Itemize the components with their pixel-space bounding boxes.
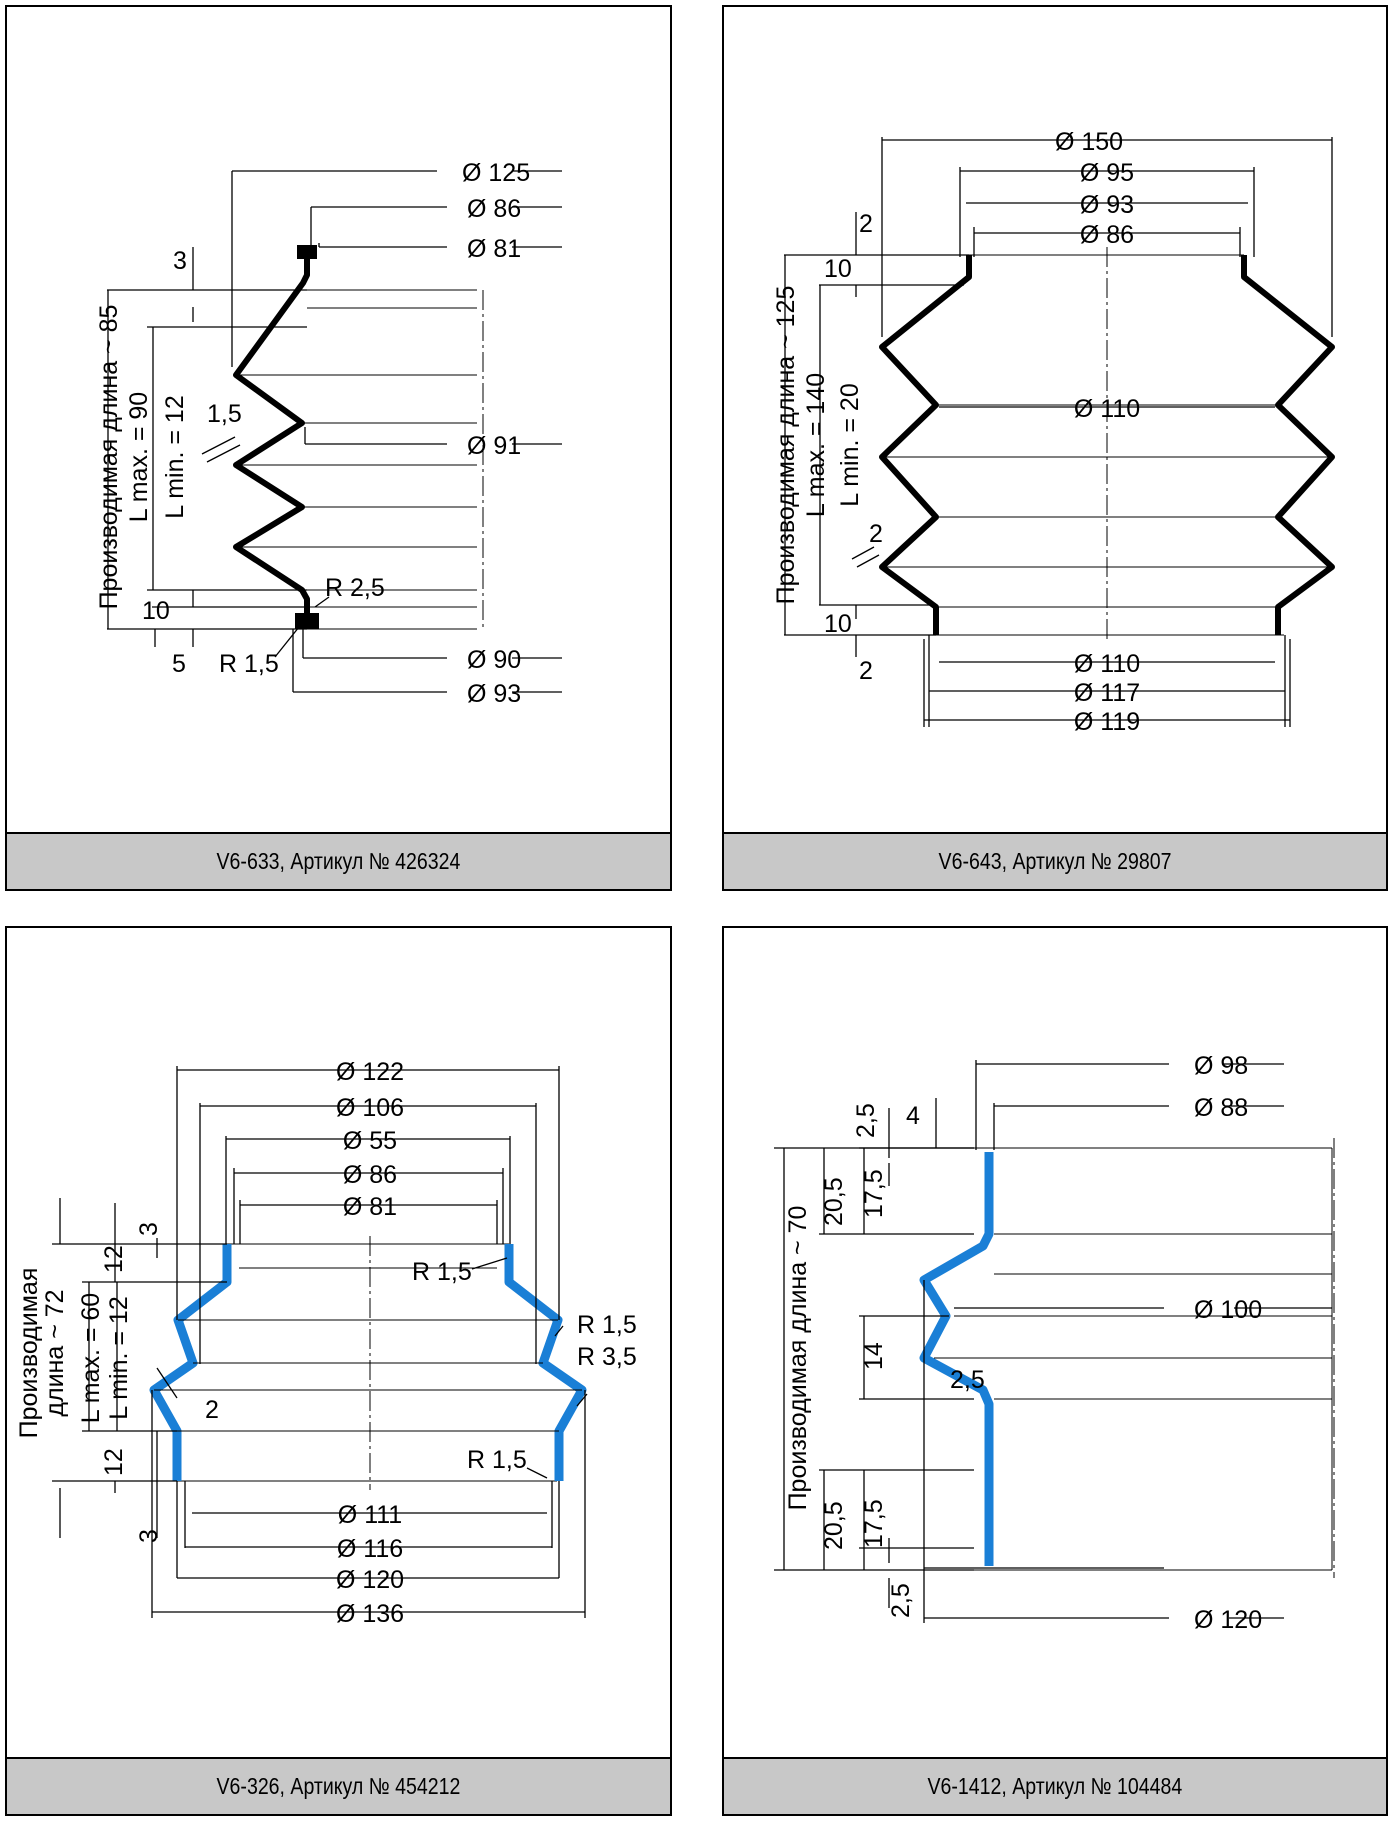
dim-r1-5-right: R 1,5 [577, 1311, 637, 1339]
dim-2-bottom: 2 [859, 657, 873, 685]
drawing-panel-v6-633: Ø 125 Ø 86 Ø 81 Ø 91 Ø 90 Ø 93 3 1,5 R 2… [5, 5, 672, 891]
drawing-panel-v6-1412: Ø 98 Ø 88 Ø 100 Ø 120 2,5 4 20,5 17,5 14… [722, 926, 1388, 1816]
technical-drawing: Ø 98 Ø 88 Ø 100 Ø 120 2,5 4 20,5 17,5 14… [774, 1052, 1335, 1634]
produced-length-line2: длина ~ 72 [41, 1289, 69, 1416]
dim-2-mid: 2 [869, 520, 883, 548]
dim-10: 10 [142, 597, 170, 625]
dim-3-top: 3 [135, 1222, 163, 1236]
dim-d117: Ø 117 [1074, 679, 1140, 707]
dim-d122: Ø 122 [336, 1058, 404, 1086]
dim-14: 14 [860, 1342, 888, 1370]
bellows-profile [233, 253, 310, 625]
dim-d95: Ø 95 [1080, 159, 1134, 187]
dim-2-5-bottom: 2,5 [887, 1583, 915, 1618]
bellows-profile-left [879, 255, 972, 635]
dim-d90: Ø 90 [467, 646, 521, 674]
bottom-bead [295, 613, 319, 629]
dim-12-top: 12 [100, 1245, 128, 1273]
dim-d136: Ø 136 [336, 1600, 404, 1628]
dim-d116: Ø 116 [337, 1535, 403, 1563]
l-max: L max. = 60 [77, 1293, 105, 1423]
dim-d55: Ø 55 [343, 1127, 397, 1155]
dim-r1-5-bottom: R 1,5 [467, 1446, 527, 1474]
dim-r2-5: R 2,5 [325, 574, 385, 602]
dim-d125: Ø 125 [462, 159, 530, 187]
dim-d150: Ø 150 [1055, 128, 1123, 156]
dim-20-5-bottom: 20,5 [820, 1501, 848, 1550]
l-max: L max. = 90 [125, 392, 153, 522]
dim-2-5-mid: 2,5 [950, 1366, 985, 1394]
l-min: L min. = 12 [105, 1296, 133, 1419]
dim-1-5: 1,5 [207, 400, 242, 428]
bellows-profile-right [1241, 255, 1335, 635]
caption: V6-633, Артикул № 426324 [7, 832, 670, 889]
l-max: L max. = 140 [802, 373, 830, 517]
caption: V6-326, Артикул № 454212 [7, 1757, 670, 1814]
technical-drawing: Ø 122 Ø 106 Ø 55 Ø 86 Ø 81 Ø 111 Ø 116 Ø… [15, 1058, 637, 1628]
produced-length: Производимая длина ~ 70 [784, 1206, 812, 1511]
dim-2-top: 2 [859, 210, 873, 238]
dim-d110-top: Ø 110 [1074, 395, 1140, 423]
dim-2-5-top: 2,5 [852, 1103, 880, 1138]
produced-length: Производимая длина ~ 85 [95, 305, 123, 610]
dim-d91: Ø 91 [467, 432, 521, 460]
dim-d120: Ø 120 [336, 1566, 404, 1594]
dim-d106: Ø 106 [336, 1094, 404, 1122]
dim-10-bottom: 10 [824, 610, 852, 638]
dim-d88: Ø 88 [1194, 1094, 1248, 1122]
dim-r1-5-top: R 1,5 [412, 1258, 472, 1286]
technical-drawing: Ø 150 Ø 95 Ø 93 Ø 86 Ø 110 Ø 110 Ø 117 Ø… [772, 128, 1335, 736]
dim-r3-5: R 3,5 [577, 1343, 637, 1371]
dim-5: 5 [172, 650, 186, 678]
produced-length-line1: Производимая [15, 1268, 43, 1439]
drawing-panel-v6-643: Ø 150 Ø 95 Ø 93 Ø 86 Ø 110 Ø 110 Ø 117 Ø… [722, 5, 1388, 891]
dim-2: 2 [205, 1396, 219, 1424]
dim-d98: Ø 98 [1194, 1052, 1248, 1080]
caption: V6-1412, Артикул № 104484 [724, 1757, 1386, 1814]
technical-drawing: Ø 125 Ø 86 Ø 81 Ø 91 Ø 90 Ø 93 3 1,5 R 2… [95, 159, 562, 708]
dim-12-bottom: 12 [100, 1448, 128, 1476]
dim-d86: Ø 86 [343, 1161, 397, 1189]
dim-d110-bottom: Ø 110 [1074, 650, 1140, 678]
dim-d100: Ø 100 [1194, 1296, 1262, 1324]
dim-d86: Ø 86 [1080, 221, 1134, 249]
top-bead [297, 245, 317, 259]
dim-r1-5: R 1,5 [219, 650, 279, 678]
caption: V6-643, Артикул № 29807 [724, 832, 1386, 889]
dim-4: 4 [906, 1102, 920, 1130]
produced-length: Производимая длина ~ 125 [772, 286, 800, 605]
drawing-panel-v6-326: Ø 122 Ø 106 Ø 55 Ø 86 Ø 81 Ø 111 Ø 116 Ø… [5, 926, 672, 1816]
dim-10-top: 10 [824, 255, 852, 283]
bellows-profile [919, 1152, 994, 1566]
dim-d120: Ø 120 [1194, 1606, 1262, 1634]
dim-17-5-top: 17,5 [860, 1169, 888, 1218]
dim-17-5-bottom: 17,5 [860, 1499, 888, 1548]
l-min: L min. = 12 [161, 395, 189, 518]
dim-20-5-top: 20,5 [820, 1177, 848, 1226]
dim-d119: Ø 119 [1074, 708, 1140, 736]
l-min: L min. = 20 [836, 383, 864, 506]
dim-3-bottom: 3 [135, 1529, 163, 1543]
dim-d81: Ø 81 [343, 1193, 397, 1221]
dim-d93: Ø 93 [467, 680, 521, 708]
dim-3: 3 [173, 247, 187, 275]
dim-d81: Ø 81 [467, 235, 521, 263]
dim-d86: Ø 86 [467, 195, 521, 223]
dim-d93: Ø 93 [1080, 191, 1134, 219]
dim-d111: Ø 111 [338, 1501, 402, 1529]
